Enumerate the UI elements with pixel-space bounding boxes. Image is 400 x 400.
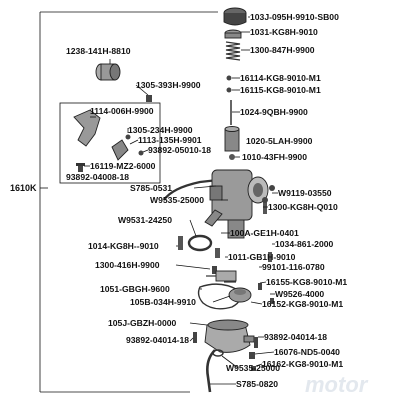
part-label: 16119-MZ2-6000 <box>90 161 156 171</box>
part-label: 1034-861-2000 <box>275 239 334 249</box>
watermark: motor <box>305 372 369 397</box>
bowl-screw-left <box>193 332 197 343</box>
part-label: 1305-393H-9900 <box>136 80 201 90</box>
drain-plug-washer <box>251 366 256 371</box>
main-jet <box>215 248 220 258</box>
part-label: 16162-KG8-9010-M1 <box>262 359 343 369</box>
drain-plug <box>249 352 255 359</box>
cap-collar <box>224 29 242 39</box>
assembly-label: 1610K <box>10 183 37 193</box>
part-label: 1114-006H-9900 <box>90 106 154 116</box>
part-label: W9526-4000 <box>275 289 324 299</box>
part-label: W9119-03550 <box>278 188 332 198</box>
drain-tube-clip <box>212 349 224 357</box>
part-label: 93892-05010-18 <box>148 145 211 155</box>
assembly-bracket <box>39 11 218 393</box>
part-label: 93892-04008-18 <box>66 172 129 182</box>
part-label: S785-0531 <box>130 183 172 193</box>
part-label: 100A-GE1H-0401 <box>230 228 299 238</box>
needle-retainer <box>226 75 232 93</box>
o-ring <box>187 234 213 252</box>
part-label: 93892-04014-18 <box>264 332 327 342</box>
float-bowl-gasket <box>197 283 242 310</box>
lever-washer <box>138 150 144 156</box>
part-label: 103J-095H-9910-SB00 <box>250 12 339 22</box>
part-label: 16114-KG8-9010-M1 <box>240 73 321 83</box>
float <box>206 270 237 282</box>
part-label: 1300-847H-9900 <box>250 45 315 55</box>
part-labels: 103J-095H-9910-SB00 1031-KG8H-9010 1238-… <box>66 12 347 389</box>
diaphragm <box>228 287 252 303</box>
choke-plunger-cylinder <box>95 63 121 81</box>
leader-lines <box>84 16 278 385</box>
part-label: 105J-GBZH-0000 <box>108 318 177 328</box>
part-label: 1300-KG8H-Q010 <box>268 202 338 212</box>
float-needle-valve <box>258 283 262 290</box>
bracket-screw <box>76 163 85 172</box>
part-label: 1238-141H-8810 <box>66 46 131 56</box>
air-screw <box>269 185 275 191</box>
lever-screw <box>125 134 131 140</box>
drain-screw <box>270 298 274 304</box>
part-label: 1010-43FH-9900 <box>242 152 307 162</box>
throttle-slide <box>224 126 240 152</box>
part-label: 1020-5LAH-9900 <box>246 136 313 146</box>
part-label: 1014-KG8H--9010 <box>88 241 159 251</box>
part-label: 16115-KG8-9010-M1 <box>240 85 321 95</box>
choke-lever <box>73 109 101 147</box>
part-label: 105B-034H-9910 <box>130 297 196 307</box>
throttle-spring <box>225 41 241 61</box>
carburetor-body <box>204 169 269 239</box>
part-label: 93892-04014-18 <box>126 335 189 345</box>
float-pivot-screw <box>212 266 217 274</box>
part-label: 1305-234H-9900 <box>128 125 193 135</box>
choke-linkage-group-box <box>59 102 161 184</box>
part-label: W9535-25000 <box>226 363 280 373</box>
pilot-jet <box>268 252 272 262</box>
part-label: W9531-24250 <box>118 215 172 225</box>
part-label: W9535-25000 <box>150 195 204 205</box>
part-label: 16152-KG8-9010-M1 <box>262 299 343 309</box>
needle-jet <box>178 236 183 250</box>
part-label: 1011-GB1H-9010 <box>228 252 296 262</box>
choke-arm <box>111 139 129 161</box>
top-cap <box>223 7 247 26</box>
drain-tube <box>206 349 216 393</box>
part-label: 16076-ND5-0040 <box>274 347 340 357</box>
plunger-screw <box>146 95 152 102</box>
vent-tube <box>163 178 219 201</box>
float-bowl <box>204 319 255 353</box>
part-label: 16155-KG8-9010-M1 <box>266 277 347 287</box>
part-label: S785-0820 <box>236 379 278 389</box>
part-label: 1300-416H-9900 <box>95 260 160 270</box>
bowl-screw-right <box>254 337 258 348</box>
part-label: 1031-KG8H-9010 <box>250 27 318 37</box>
part-label: 1024-9QBH-9900 <box>240 107 308 117</box>
part-label: 99101-116-0780 <box>262 262 325 272</box>
part-label: 1051-GBGH-9600 <box>100 284 170 294</box>
slide-washer <box>229 154 235 160</box>
part-label: 1113-135H-9901 <box>138 135 202 145</box>
